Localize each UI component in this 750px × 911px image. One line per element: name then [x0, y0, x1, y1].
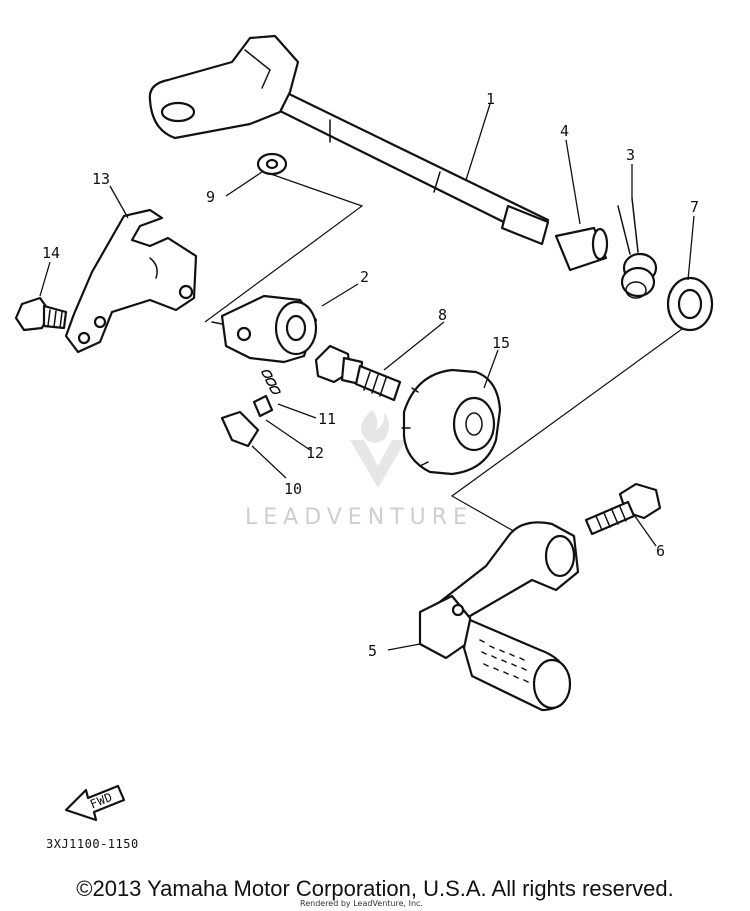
- rendered-by-note: Rendered by LeadVenture, Inc.: [300, 899, 423, 908]
- spring-11: [261, 369, 281, 395]
- callout-labels: 1 4 3 7 13 14 9 2 8 15 11 12 10 6 5: [42, 90, 699, 660]
- pawl-10: [220, 410, 260, 448]
- segment-15: [401, 368, 502, 476]
- fwd-arrow: FWD: [64, 784, 126, 822]
- shift-shaft: [148, 34, 550, 246]
- callout-5: 5: [368, 642, 377, 660]
- callout-7: 7: [690, 198, 699, 216]
- callout-10: 10: [284, 480, 302, 498]
- callout-14: 14: [42, 244, 60, 262]
- shift-pedal-5: [418, 521, 580, 712]
- torsion-spring-3: [617, 197, 658, 299]
- bolt-14: [14, 296, 68, 332]
- callout-3: 3: [626, 146, 635, 164]
- callout-1: 1: [486, 90, 495, 108]
- collar-4: [554, 226, 609, 272]
- leadventure-watermark: LEADVENTURE: [245, 410, 473, 530]
- copyright-notice: ©2013 Yamaha Motor Corporation, U.S.A. A…: [76, 876, 674, 901]
- leader-lines: [39, 103, 695, 651]
- callout-15: 15: [492, 334, 510, 352]
- stopper-bolt-8: [314, 344, 402, 402]
- callout-2: 2: [360, 268, 369, 286]
- callout-12: 12: [306, 444, 324, 462]
- callout-13: 13: [92, 170, 110, 188]
- assembly-lines: [204, 171, 701, 547]
- callout-9: 9: [206, 188, 215, 206]
- bolt-6: [584, 482, 662, 536]
- oil-seal-7: [666, 276, 714, 332]
- pin-12: [252, 394, 274, 418]
- callout-8: 8: [438, 306, 447, 324]
- washer-9: [256, 152, 288, 176]
- callout-6: 6: [656, 542, 665, 560]
- callout-11: 11: [318, 410, 336, 428]
- shift-lever-2: [211, 294, 318, 364]
- diagram-code: 3XJ1100-1150: [46, 837, 139, 851]
- watermark-text: LEADVENTURE: [245, 505, 473, 530]
- callout-4: 4: [560, 122, 569, 140]
- shift-guide-13: [64, 208, 198, 354]
